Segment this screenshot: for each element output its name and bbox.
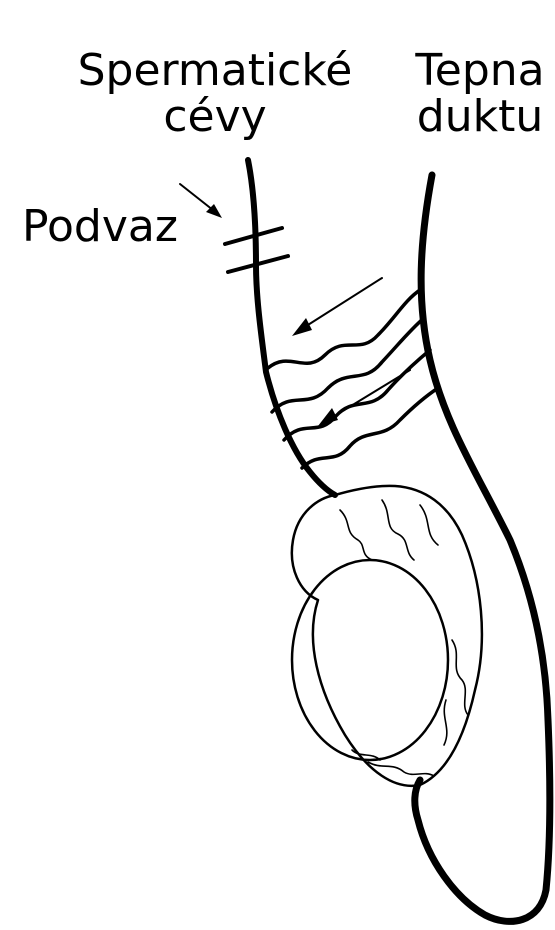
ligation-pointer: [180, 184, 222, 218]
epididymis: [292, 486, 482, 786]
spermatic-cord-line: [248, 160, 335, 495]
epididymal-vessels: [340, 500, 468, 776]
duct-line: [415, 175, 550, 921]
collateral-vessel-2: [272, 318, 424, 412]
